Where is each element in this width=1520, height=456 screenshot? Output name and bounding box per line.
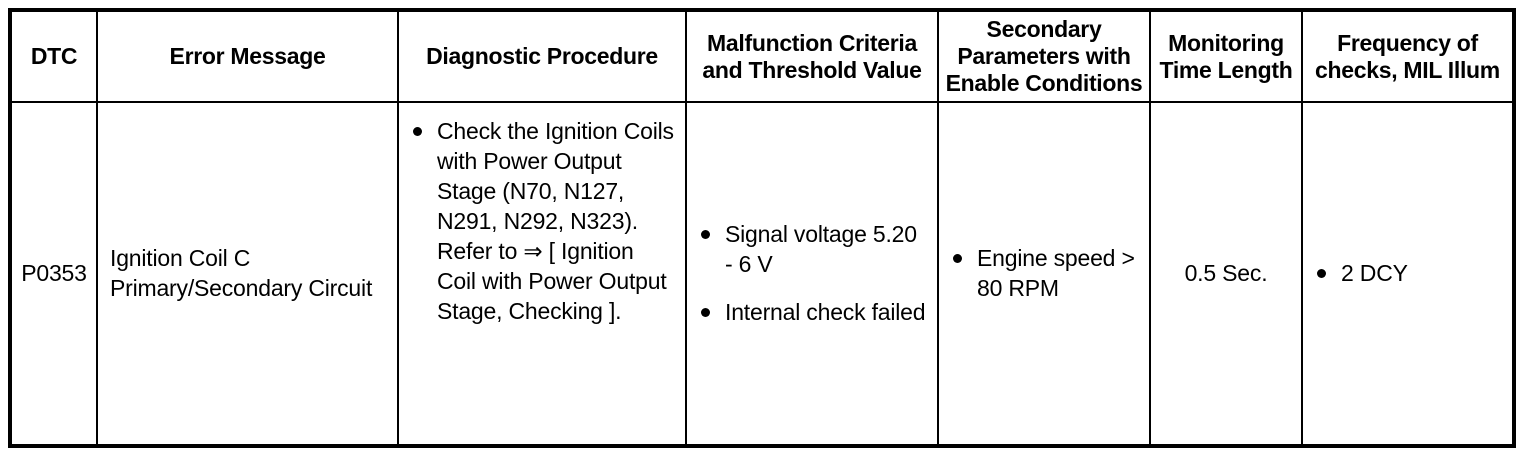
list-item: Engine speed > 80 RPM [947, 244, 1141, 304]
table-row: P0353 Ignition Coil C Primary/Secondary … [9, 101, 1515, 447]
frequency-list: 2 DCY [1311, 259, 1504, 289]
list-item: Signal voltage 5.20 - 6 V [695, 220, 929, 280]
cell-diagnostic-procedure: Check the Ignition Coils with Power Outp… [397, 101, 687, 447]
criteria-internal-check: Internal check failed [725, 298, 926, 325]
secondary-parameters-list: Engine speed > 80 RPM [947, 244, 1141, 304]
table-header: DTC Error Message Diagnostic Procedure M… [9, 8, 1515, 104]
dtc-diagnostic-table: DTC Error Message Diagnostic Procedure M… [8, 8, 1516, 448]
column-header-diagnostic-procedure: Diagnostic Procedure [397, 8, 687, 104]
column-header-dtc: DTC [9, 8, 98, 104]
cell-malfunction-criteria: Signal voltage 5.20 - 6 V Internal check… [685, 101, 939, 447]
table-body: P0353 Ignition Coil C Primary/Secondary … [9, 101, 1515, 447]
cell-dtc-code: P0353 [9, 101, 98, 447]
column-header-error-message: Error Message [96, 8, 399, 104]
column-header-secondary-parameters: Secondary Parameters with Enable Conditi… [937, 8, 1151, 104]
criteria-signal-voltage: Signal voltage 5.20 - 6 V [725, 220, 917, 277]
malfunction-criteria-list: Signal voltage 5.20 - 6 V Internal check… [695, 220, 929, 328]
column-header-monitoring-time: Monitoring Time Length [1149, 8, 1303, 104]
diagnostic-procedure-list: Check the Ignition Coils with Power Outp… [407, 117, 677, 326]
list-item: Check the Ignition Coils with Power Outp… [407, 117, 677, 326]
list-item: Internal check failed [695, 298, 929, 328]
cell-error-message: Ignition Coil C Primary/Secondary Circui… [96, 101, 399, 447]
cell-frequency-mil: 2 DCY [1301, 101, 1515, 447]
cell-secondary-parameters: Engine speed > 80 RPM [937, 101, 1151, 447]
column-header-malfunction-criteria: Malfunction Criteria and Threshold Value [685, 8, 939, 104]
list-item: 2 DCY [1311, 259, 1504, 289]
header-row: DTC Error Message Diagnostic Procedure M… [9, 8, 1515, 104]
cell-monitoring-time: 0.5 Sec. [1149, 101, 1303, 447]
diagnostic-procedure-text: Check the Ignition Coils with Power Outp… [437, 118, 674, 324]
frequency-value: 2 DCY [1341, 259, 1408, 286]
secondary-engine-speed: Engine speed > 80 RPM [977, 244, 1135, 301]
column-header-frequency-mil: Frequency of checks, MIL Illum [1301, 8, 1515, 104]
